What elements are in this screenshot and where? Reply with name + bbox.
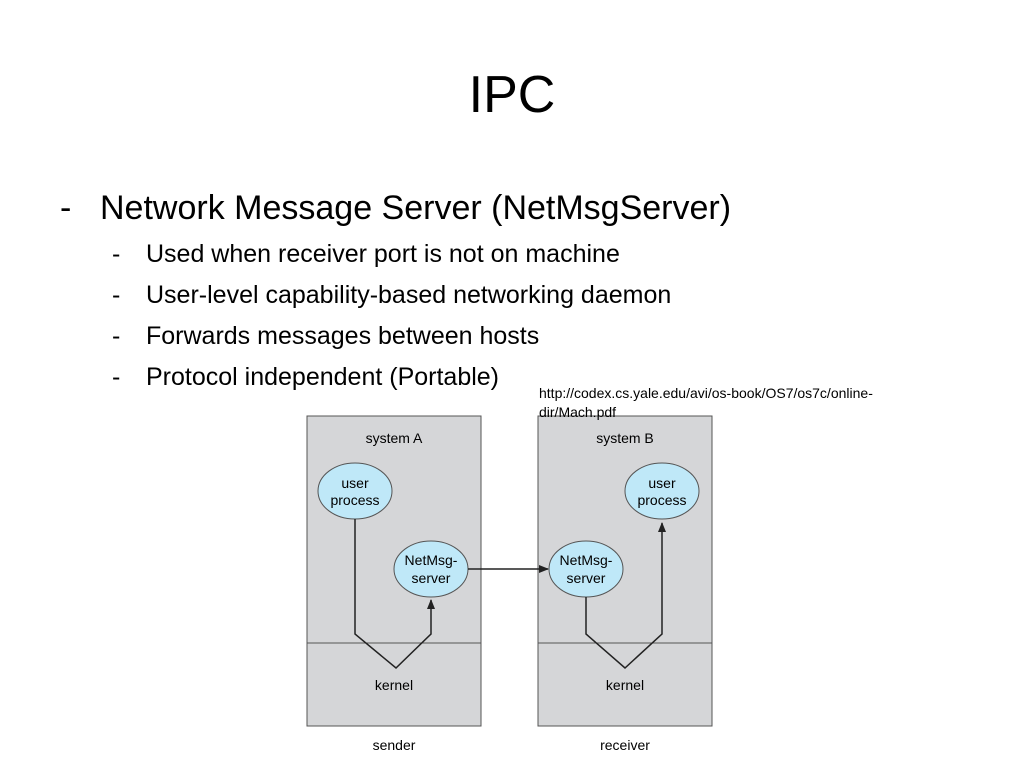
sub-bullet: -User-level capability-based networking … — [112, 275, 671, 316]
sub-bullet: -Forwards messages between hosts — [112, 316, 671, 357]
system-a-kernel-region — [306, 642, 482, 727]
netmsg-label-line1: NetMsg- — [405, 552, 458, 568]
system-b-kernel-label: kernel — [606, 677, 644, 693]
system-b-panel: system B user process NetMsg- server ker… — [537, 415, 713, 753]
source-url-line1[interactable]: http://codex.cs.yale.edu/avi/os-book/OS7… — [539, 385, 873, 401]
user-process-label-line2: process — [330, 492, 379, 508]
system-b-caption: receiver — [600, 737, 650, 753]
user-process-label-line1: user — [341, 475, 369, 491]
bullet-dash: - — [112, 281, 121, 309]
netmsg-label-line2: server — [567, 570, 606, 586]
sub-bullet-list: -Used when receiver port is not on machi… — [112, 234, 671, 398]
system-a-upper-region — [306, 415, 482, 644]
main-bullet: -Network Message Server (NetMsgServer) — [60, 186, 731, 230]
receive-path-arrow — [585, 522, 666, 670]
source-url[interactable]: http://codex.cs.yale.edu/avi/os-book/OS7… — [539, 384, 959, 422]
system-a-title: system A — [366, 430, 423, 446]
user-process-label-line1: user — [648, 475, 676, 491]
system-a-panel: system A user process NetMsg- server ker… — [306, 415, 482, 753]
system-b-netmsg-server — [548, 540, 624, 598]
system-b-kernel-region — [537, 642, 713, 727]
netmsg-label-line2: server — [412, 570, 451, 586]
sub-bullet-text: User-level capability-based networking d… — [146, 281, 672, 309]
system-a-kernel-label: kernel — [375, 677, 413, 693]
sub-bullet: -Used when receiver port is not on machi… — [112, 234, 671, 275]
sub-bullet: -Protocol independent (Portable) — [112, 357, 671, 398]
bullet-dash: - — [112, 240, 121, 268]
send-path-arrow — [354, 519, 435, 670]
system-b-upper-region — [537, 415, 713, 644]
system-a-user-process — [317, 462, 393, 520]
system-b-title: system B — [596, 430, 654, 446]
netmsg-label-line1: NetMsg- — [560, 552, 613, 568]
bullet-dash: - — [112, 322, 121, 350]
bullet-dash: - — [60, 189, 72, 227]
user-process-label-line2: process — [637, 492, 686, 508]
system-b-user-process — [624, 462, 700, 520]
system-a-caption: sender — [373, 737, 416, 753]
main-bullet-text: Network Message Server (NetMsgServer) — [100, 189, 732, 227]
sub-bullet-text: Used when receiver port is not on machin… — [146, 240, 620, 268]
bullet-dash: - — [112, 363, 121, 391]
sub-bullet-text: Protocol independent (Portable) — [146, 363, 500, 391]
sub-bullet-text: Forwards messages between hosts — [146, 322, 540, 350]
source-url-line2[interactable]: dir/Mach.pdf — [539, 404, 617, 420]
system-a-netmsg-server — [393, 540, 469, 598]
slide-title: IPC — [468, 66, 556, 124]
